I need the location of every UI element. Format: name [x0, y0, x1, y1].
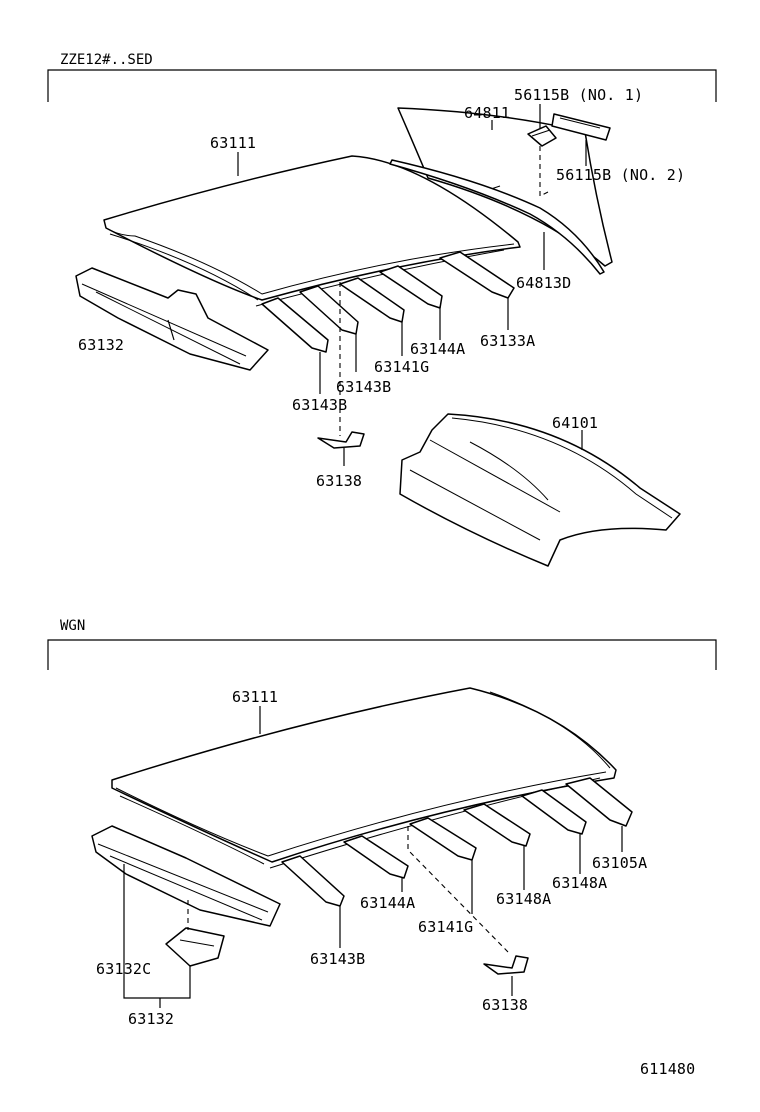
label-sed-63144a: 63144A [410, 340, 465, 358]
label-wgn-63105a: 63105A [592, 854, 647, 872]
label-sed-64811: 64811 [464, 104, 510, 122]
label-wgn-63144a: 63144A [360, 894, 415, 912]
sedan-section-title: ZZE12#..SED [60, 52, 153, 68]
label-wgn-63141g: 63141G [418, 918, 473, 936]
label-sed-56115b-no1: 56115B (NO. 1) [514, 86, 643, 104]
label-wgn-63138: 63138 [482, 996, 528, 1014]
label-sed-63133a: 63133A [480, 332, 535, 350]
sedan-front-header [75, 267, 269, 371]
label-sed-63132: 63132 [78, 336, 124, 354]
sedan-clip-no1 [527, 125, 557, 147]
sedan-roof-bow-143b-2 [299, 285, 359, 335]
label-sed-63111: 63111 [210, 134, 256, 152]
sedan-roof-bow-141g [339, 277, 405, 323]
wagon-section: WGN [47, 618, 717, 1028]
wagon-roof-bow-148a-1 [463, 803, 531, 847]
sedan-leaders [167, 104, 587, 466]
wagon-roof-bow-143b [281, 855, 345, 907]
sedan-roof-bow-144a [379, 265, 443, 309]
sedan-roof-panel [103, 155, 521, 307]
wagon-roof-bow-144a [343, 835, 409, 879]
wagon-roof-bow-105a [565, 777, 633, 827]
sedan-package-tray [399, 413, 681, 567]
label-sed-63143b-2: 63143B [292, 396, 347, 414]
wagon-roof-panel [111, 687, 617, 869]
wagon-section-bracket [47, 639, 717, 670]
sedan-roof-bow-133a [439, 251, 515, 299]
label-wgn-63132c: 63132C [96, 960, 151, 978]
label-wgn-63148a-1: 63148A [552, 874, 607, 892]
label-sed-64101: 64101 [552, 414, 598, 432]
sedan-section: ZZE12#..SED [47, 52, 717, 567]
wagon-roof-bow-148a-2 [521, 789, 587, 835]
label-sed-56115b-no2: 56115B (NO. 2) [556, 166, 685, 184]
label-wgn-63148a-2: 63148A [496, 890, 551, 908]
wagon-roof-bow-141g [409, 817, 477, 861]
label-sed-63141g: 63141G [374, 358, 429, 376]
wagon-front-header [91, 825, 281, 927]
label-sed-64813d: 64813D [516, 274, 571, 292]
wagon-header-c [165, 927, 225, 967]
sedan-clip-no2 [551, 113, 611, 141]
wagon-bracket [483, 955, 529, 975]
sedan-roof-bow-143b [261, 297, 329, 353]
wagon-leaders [123, 706, 623, 1008]
label-wgn-63132: 63132 [128, 1010, 174, 1028]
sedan-section-bracket [47, 69, 717, 102]
sedan-back-window-weatherstrip [389, 159, 605, 275]
label-sed-63138: 63138 [316, 472, 362, 490]
label-wgn-63111: 63111 [232, 688, 278, 706]
label-wgn-63143b: 63143B [310, 950, 365, 968]
wagon-section-title: WGN [60, 618, 85, 634]
sedan-bracket [317, 431, 365, 449]
catalog-number: 611480 [640, 1060, 695, 1078]
label-sed-63143b-1: 63143B [336, 378, 391, 396]
